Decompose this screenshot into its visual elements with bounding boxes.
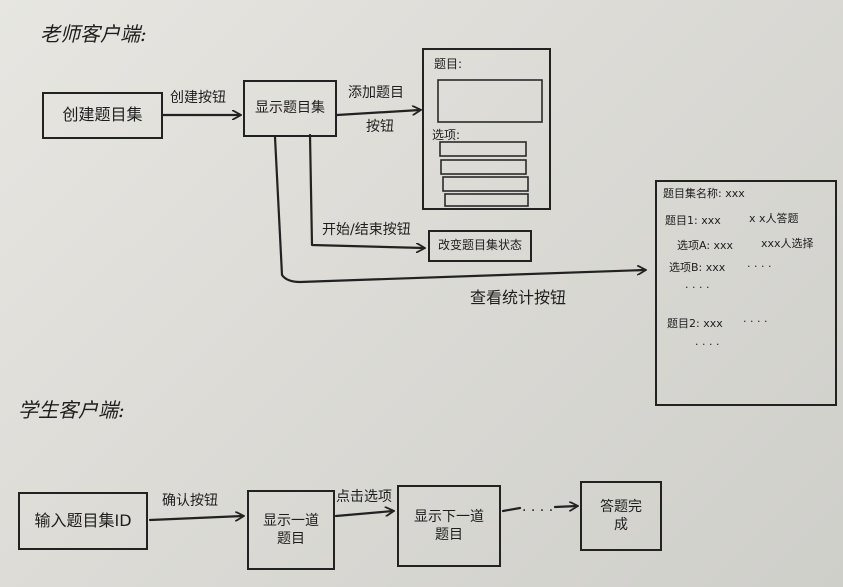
form-question-label: 题目: (434, 57, 463, 71)
arrow-to-done (553, 506, 577, 507)
stats-ellipsis-4: · · · · (695, 338, 720, 351)
arrow-show-to-form (335, 110, 420, 117)
stats-q2: 题目2: xxx (667, 317, 723, 330)
set-state-box: 改变题目集状态 (428, 230, 532, 262)
stats-option-a: 选项A: xxx (677, 239, 734, 252)
start-end-label: 开始/结束按钮 (322, 222, 411, 238)
create-button-label: 创建按钮 (170, 90, 226, 106)
stats-option-b: 选项B: xxx (669, 261, 726, 274)
option-input-4 (444, 193, 529, 207)
enter-id-box: 输入题目集ID (18, 492, 148, 550)
confirm-button-label: 确认按钮 (162, 493, 218, 509)
student-section-label: 学生客户端: (18, 398, 125, 422)
create-set-box: 创建题目集 (42, 92, 163, 139)
arrow-question-to-next (334, 511, 393, 518)
answer-option-label: 点击选项 (336, 489, 392, 505)
show-question-box: 显示一道题目 (247, 490, 335, 570)
stats-set-name: 题目集名称: xxx (663, 187, 745, 200)
stats-ellipsis-3: · · · · (743, 315, 768, 328)
stats-q1: 题目1: xxx (665, 214, 721, 227)
arrow-next-stub (501, 506, 522, 513)
question-form-mock: 题目: 选项: (422, 48, 551, 210)
stats-q1-count: x x人答题 (749, 212, 799, 225)
question-input-box (437, 79, 543, 123)
option-input-1 (439, 141, 527, 157)
arrow-show-to-stats (273, 135, 645, 284)
next-question-box: 显示下一道题目 (397, 485, 501, 567)
stats-panel: 题目集名称: xxx 题目1: xxx x x人答题 选项A: xxx xxx人… (655, 180, 837, 406)
stats-button-label: 查看统计按钮 (470, 288, 567, 307)
add-question-label-2: 按钮 (366, 119, 394, 135)
stats-ellipsis-2: · · · · (685, 281, 710, 294)
option-input-2 (440, 159, 527, 175)
add-question-label-1: 添加题目 (348, 85, 404, 101)
form-options-label: 选项: (432, 128, 461, 142)
teacher-section-label: 老师客户端: (40, 22, 147, 46)
option-input-3 (442, 176, 529, 192)
done-box: 答题完成 (580, 481, 662, 551)
stats-option-a-count: xxx人选择 (761, 237, 814, 250)
stats-ellipsis-1: · · · · (747, 260, 772, 273)
continuation-dots: · · · · (522, 503, 554, 519)
arrow-id-to-question (148, 516, 243, 520)
show-set-box: 显示题目集 (243, 80, 337, 137)
arrow-show-to-state (308, 133, 424, 248)
